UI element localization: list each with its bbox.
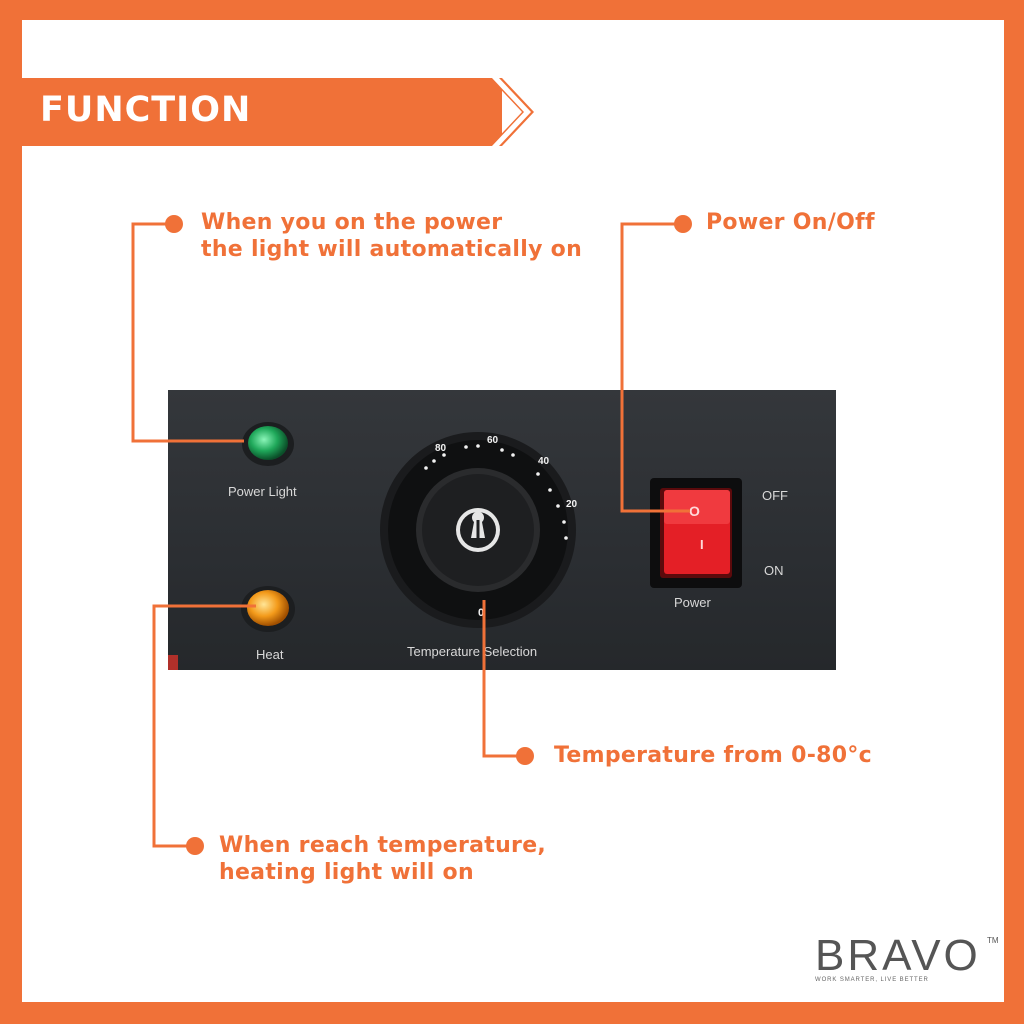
brand-trademark: TM bbox=[987, 936, 999, 945]
dial-mark-80: 80 bbox=[435, 443, 447, 454]
dial-mark-60: 60 bbox=[487, 435, 499, 446]
callout-heat: When reach temperature, heating light wi… bbox=[219, 832, 546, 886]
brand-logo-text: BRAVO bbox=[815, 931, 981, 980]
banner-chevron-icon bbox=[470, 78, 534, 146]
heat-light-indicator bbox=[241, 586, 295, 632]
dial-mark-40: 40 bbox=[538, 456, 550, 467]
off-label: OFF bbox=[762, 488, 788, 503]
brand-logo: BRAVO TM WORK SMARTER, LIVE BETTER bbox=[815, 931, 999, 984]
page-title: FUNCTION bbox=[40, 90, 252, 130]
power-light-label: Power Light bbox=[228, 484, 297, 499]
dial-mark-0: 0 bbox=[478, 607, 485, 619]
switch-on-mark: I bbox=[700, 537, 704, 552]
brand-tagline: WORK SMARTER, LIVE BETTER bbox=[815, 977, 929, 983]
switch-off-mark: O bbox=[689, 503, 700, 519]
temperature-selection-label: Temperature Selection bbox=[407, 644, 538, 659]
header-banner bbox=[22, 78, 502, 146]
callout-power-switch: Power On/Off bbox=[706, 210, 875, 235]
dial-mark-20: 20 bbox=[566, 499, 578, 510]
power-label: Power bbox=[674, 595, 711, 610]
callout-power-light: When you on the power the light will aut… bbox=[201, 209, 582, 263]
heat-label: Heat bbox=[256, 647, 284, 662]
callout-power-light-line1: When you on the power bbox=[201, 210, 503, 235]
callout-temperature: Temperature from 0-80°c bbox=[554, 743, 873, 768]
on-label: ON bbox=[764, 563, 784, 578]
power-light-indicator bbox=[242, 422, 294, 466]
callout-heat-line2: heating light will on bbox=[219, 860, 474, 885]
temperature-dial[interactable] bbox=[378, 430, 588, 635]
callout-heat-line1: When reach temperature, bbox=[219, 833, 547, 858]
callout-power-light-line2: the light will automatically on bbox=[201, 237, 583, 262]
